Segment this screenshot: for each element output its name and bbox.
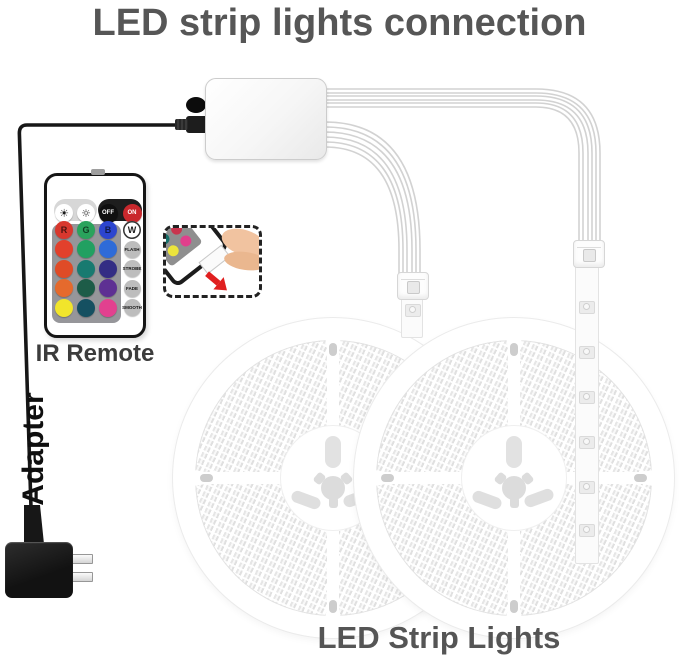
remote-btn-color-orange-red (55, 240, 73, 258)
inset-keypad-dot (178, 233, 194, 249)
ribbon-cable-right (324, 88, 601, 243)
inset-keypad-dot (168, 228, 185, 237)
rgb-controller (205, 78, 327, 160)
dc-plug (175, 116, 210, 133)
remote-btn-blue: B (99, 220, 117, 239)
hub-slot (325, 436, 341, 468)
remote-btn-color-indigo (99, 259, 117, 278)
remote-btn-color-pink (99, 298, 117, 317)
adapter-prong-top (70, 554, 93, 564)
adapter-label: Adapter (17, 392, 50, 506)
led-chip (579, 391, 595, 404)
remote-btn-green: G (77, 220, 95, 239)
inset-keypad-dot (166, 243, 181, 259)
remote-btn-color-blue (99, 240, 117, 258)
remote-btn-strobe: STROBE (123, 260, 141, 277)
remote-btn-fade: FADE (123, 279, 141, 297)
strip-connector-right (573, 240, 605, 268)
ir-receiver-nub (186, 97, 206, 113)
remote-top-nub (91, 169, 105, 175)
adapter-prong-bottom (70, 572, 93, 582)
page-title: LED strip lights connection (92, 2, 587, 44)
remote-btn-color-orange (55, 279, 73, 297)
remote-btn-color-purple (99, 279, 117, 297)
remote-btn-color-teal (77, 259, 95, 278)
spool-notch-top (321, 333, 345, 361)
led-strip-tail-right (575, 262, 599, 564)
hub-core (312, 471, 354, 508)
ir-remote-label: IR Remote (35, 340, 155, 367)
spool-hub (462, 426, 566, 530)
led-chip (405, 304, 421, 317)
hub-core (493, 471, 535, 508)
remote-btn-red: R (55, 220, 73, 239)
inset-keypad-dot (166, 231, 172, 247)
led-strip-reel-right (354, 318, 674, 638)
ribbon-cable-left (324, 121, 421, 274)
led-chip (579, 481, 595, 494)
remote-btn-color-green (77, 240, 95, 258)
hub-slot (506, 436, 522, 468)
remote-btn-color-yellow (55, 298, 73, 317)
remote-btn-flash: FLASH (123, 240, 141, 258)
led-chip (579, 346, 595, 359)
led-chip (579, 436, 595, 449)
inset-remote-keypad (166, 228, 203, 267)
power-adapter (5, 542, 73, 598)
remote-btn-brightness-up: ☀ (55, 204, 73, 222)
remote-btn-off: OFF (98, 203, 118, 223)
wire-strain-relief (24, 505, 44, 544)
led-strips-label: LED Strip Lights (317, 620, 561, 655)
remote-btn-smooth: SMOOTH (122, 299, 142, 316)
remote-btn-color-red-orange (55, 259, 73, 278)
power-wire (17, 123, 196, 509)
remote-btn-white: W (123, 220, 141, 239)
led-chip (579, 524, 595, 537)
led-chip (579, 301, 595, 314)
spool-notch-top (502, 333, 526, 361)
led-strip-tail-left (401, 296, 423, 338)
remote-btn-on: ON (122, 203, 142, 223)
remote-btn-brightness-down: ☼ (77, 204, 95, 222)
remote-btn-color-dark-teal (77, 298, 95, 317)
strip-connector-left (397, 272, 429, 300)
remote-btn-color-dark-green (77, 279, 95, 297)
battery-tab-inset (163, 225, 262, 298)
